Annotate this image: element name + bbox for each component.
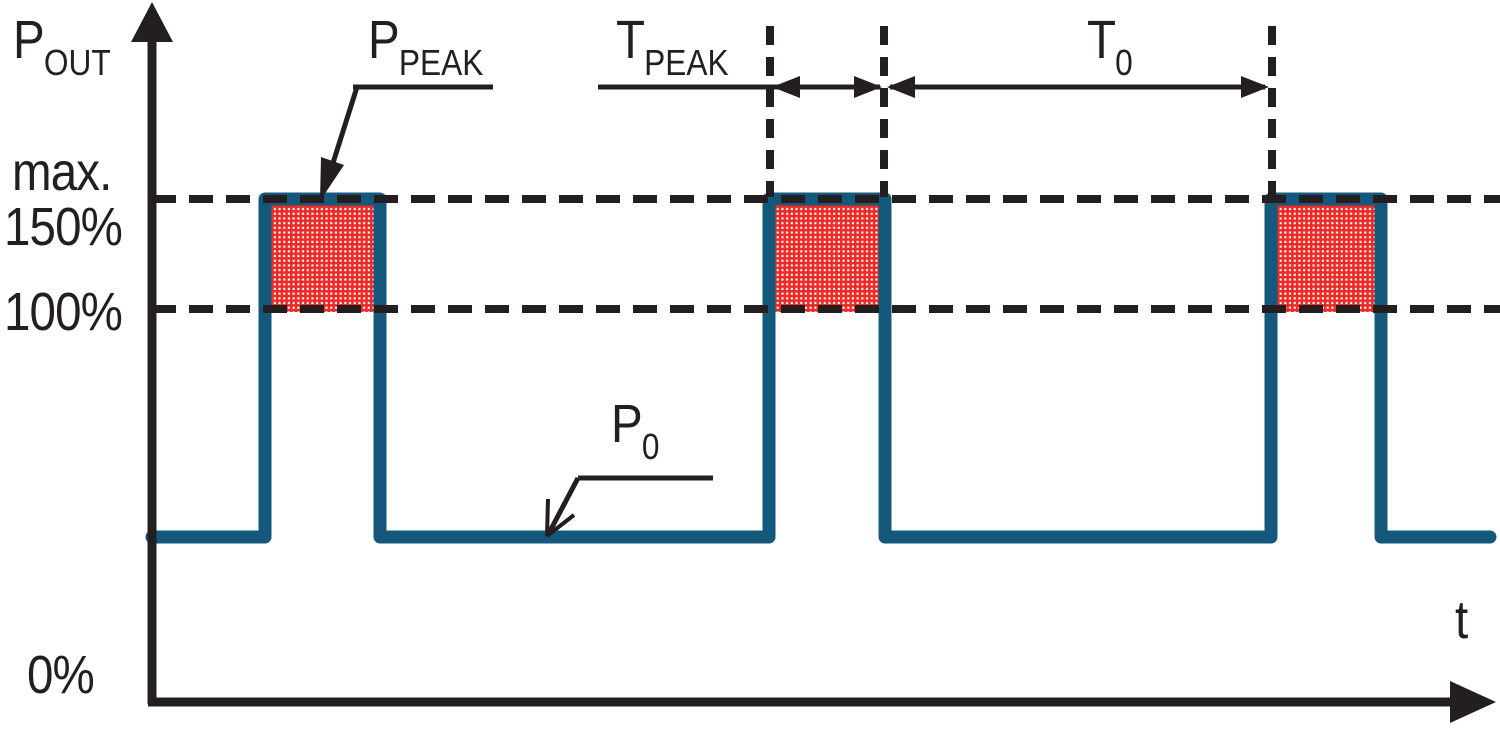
t0-label-sub: 0 (1115, 42, 1133, 83)
y-axis-label: POUT (13, 13, 111, 81)
tick-max-line1: max. (12, 142, 112, 202)
tick-max-line2: 150% (4, 197, 123, 257)
y-axis-label-sub: OUT (43, 42, 111, 83)
t-peak-label-main: T (616, 10, 645, 70)
t0-label-main: T (1087, 10, 1116, 70)
tick-0pct: 0% (27, 645, 95, 705)
t-peak-label: TPEAK (616, 13, 729, 81)
t0-arrow-left-icon (887, 76, 915, 98)
y-axis-arrow-icon (131, 2, 173, 42)
x-axis-arrow-icon (1450, 681, 1496, 723)
p0-label-main: P (611, 394, 643, 454)
p-peak-leader-diagonal (330, 86, 360, 164)
t-peak-arrow-right-icon (854, 76, 882, 98)
p-peak-label-main: P (368, 10, 400, 70)
t0-arrow-right-icon (1241, 76, 1269, 98)
peak-power-shaded-region (775, 202, 879, 312)
tick-100pct: 100% (4, 282, 123, 342)
t0-label: T0 (1087, 13, 1133, 81)
p-peak-label-sub: PEAK (398, 42, 484, 83)
x-axis-label: t (1455, 590, 1468, 650)
p0-label: P0 (611, 397, 659, 465)
p0-leader-diagonal (546, 476, 581, 535)
p-peak-label: PPEAK (368, 13, 483, 81)
p0-arrow-barb1-icon (545, 498, 550, 537)
t-peak-arrow-left-icon (772, 76, 800, 98)
t-peak-label-sub: PEAK (644, 42, 729, 83)
p0-arrow-barb2-icon (545, 513, 576, 538)
peak-power-shaded-region (271, 202, 374, 312)
waveform-group (145, 192, 1497, 544)
peak-power-shaded-region (1277, 202, 1375, 312)
y-axis-label-main: P (13, 10, 45, 70)
p-peak-arrow-icon (320, 157, 344, 201)
p0-label-sub: 0 (641, 426, 660, 467)
